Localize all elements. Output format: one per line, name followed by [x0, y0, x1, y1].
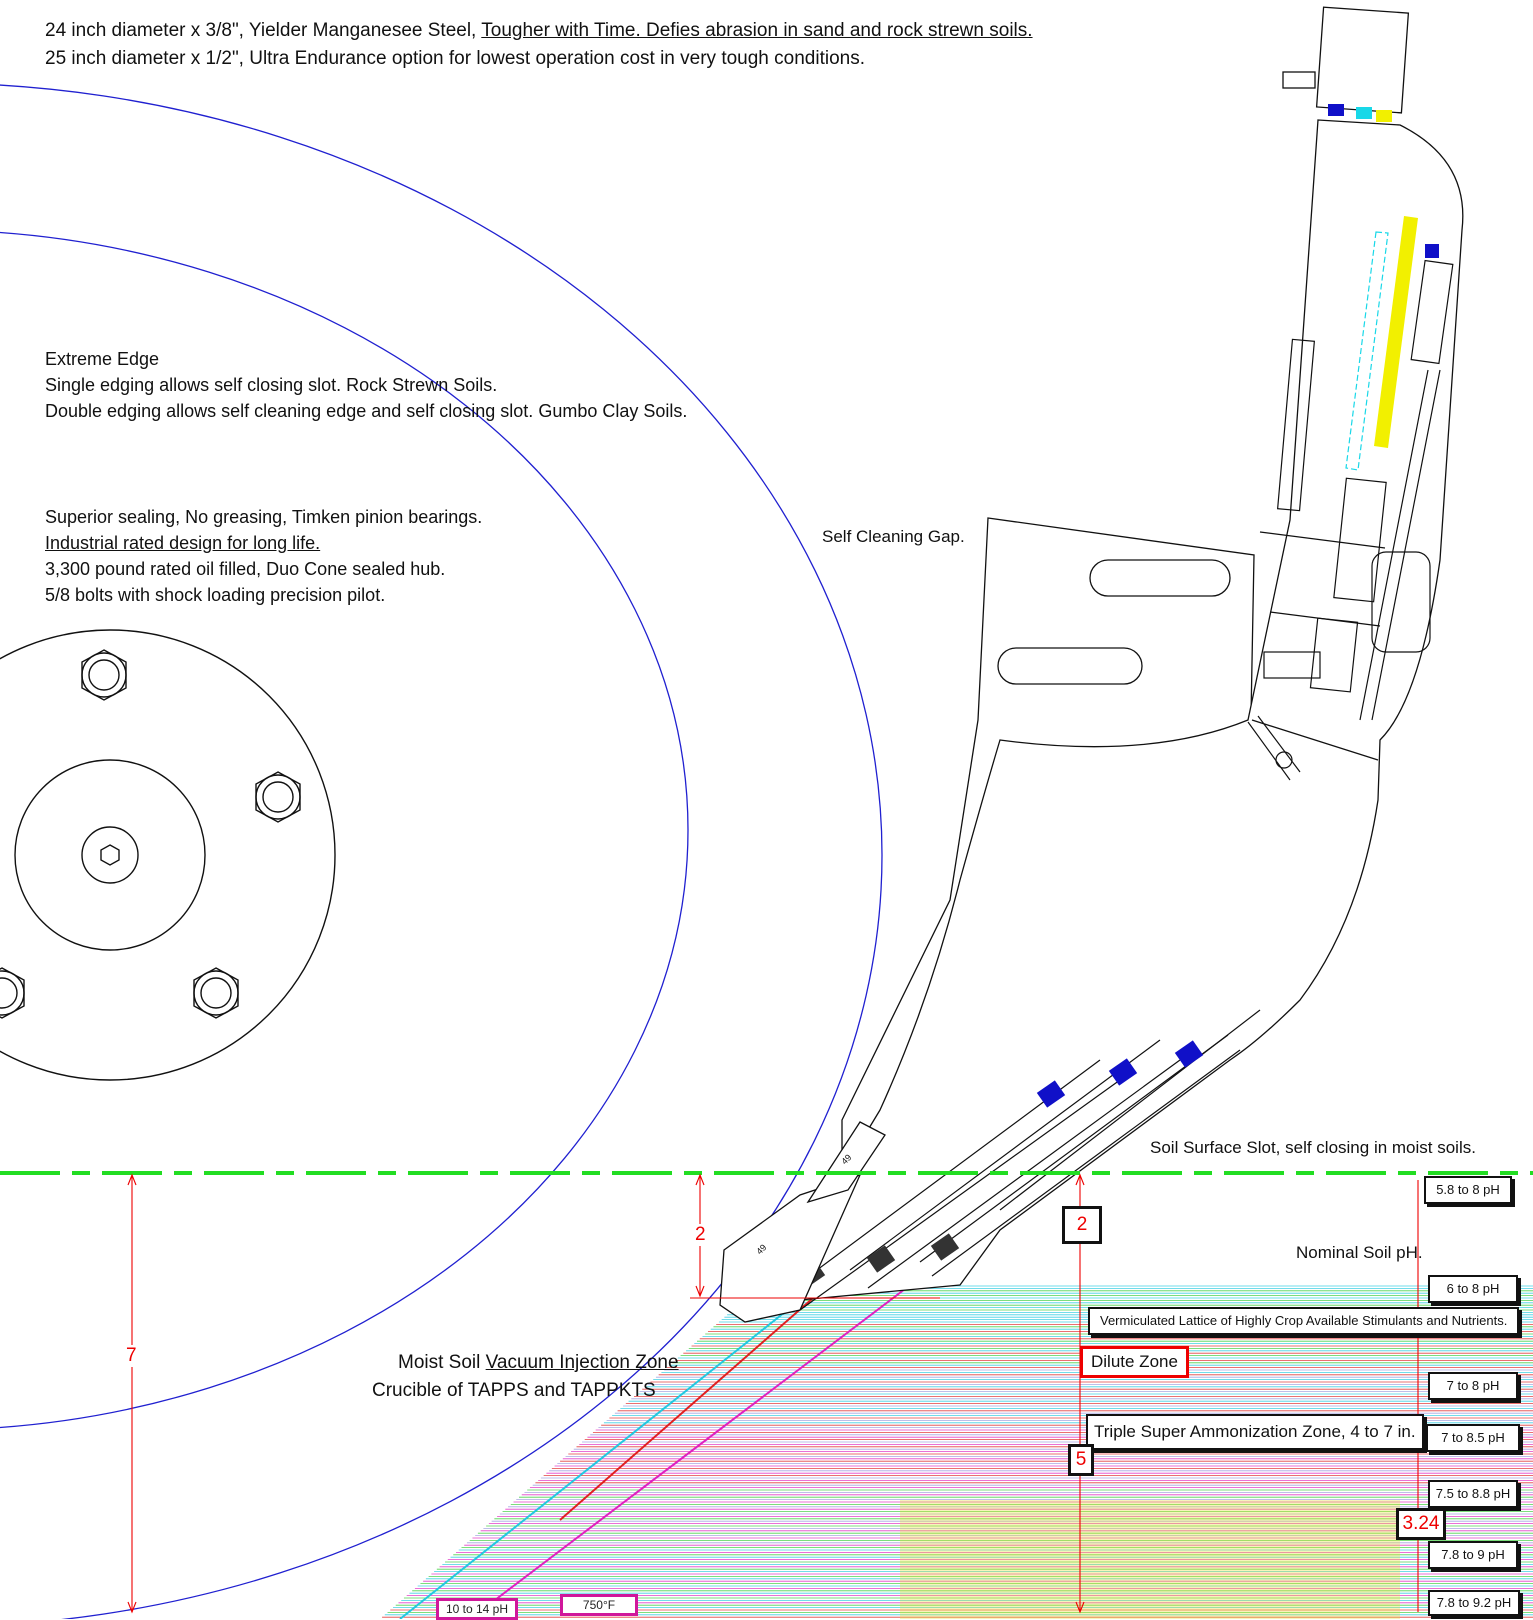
- self-cleaning-gap-label: Self Cleaning Gap.: [822, 527, 965, 546]
- tube-band-blue: [1328, 104, 1344, 116]
- spec-line-1: 24 inch diameter x 3/8", Yielder Mangane…: [45, 20, 1033, 42]
- blue-spring-2: [1108, 1058, 1138, 1086]
- ph-box-5: 7.5 to 8.8 pH: [1428, 1480, 1518, 1508]
- shank-body: [759, 6, 1464, 1301]
- injection-plume-line: [469, 1269, 931, 1619]
- depth-total-label: 7: [126, 1345, 137, 1367]
- spec-line-1-plain: 24 inch diameter x 3/8", Yielder Mangane…: [45, 20, 482, 41]
- depth-box-top: 2: [1062, 1206, 1102, 1244]
- triple-super-zone-label: Triple Super Ammonization Zone, 4 to 7 i…: [1086, 1414, 1424, 1450]
- edge-double: Double edging allows self cleaning edge …: [45, 401, 688, 421]
- hub-bolt-2: [255, 771, 301, 823]
- hub-bolt-4: [0, 967, 25, 1019]
- spec-line-1-underlined: Tougher with Time. Defies abrasion in sa…: [481, 20, 1033, 41]
- nominal-soil-ph-label: Nominal Soil pH.: [1296, 1243, 1423, 1262]
- hub-rating: 3,300 pound rated oil filled, Duo Cone s…: [45, 559, 446, 579]
- plate-slot-2: [997, 647, 1143, 685]
- depth-324-box: 3.24: [1396, 1508, 1446, 1540]
- depth-box-mid: 5: [1068, 1444, 1094, 1476]
- spec-line-2: 25 inch diameter x 1/2", Ultra Endurance…: [45, 48, 865, 69]
- disc-outer-circle: [0, 84, 883, 1619]
- black-spring-2: [866, 1245, 896, 1273]
- hub-assembly: [0, 629, 336, 1081]
- ph-box-6: 7.8 to 9 pH: [1428, 1541, 1518, 1569]
- dilute-zone-label: Dilute Zone: [1080, 1346, 1189, 1378]
- disc-inner-circle: [0, 232, 689, 1428]
- soil-band-lines: [382, 1269, 1533, 1619]
- blue-spring-1: [1036, 1080, 1066, 1108]
- plate-slot-1: [1089, 559, 1231, 597]
- shank-top-bolt: [1282, 71, 1316, 89]
- soil-surface-slot-label: Soil Surface Slot, self closing in moist…: [1150, 1138, 1476, 1157]
- internal-tubes: [1247, 216, 1454, 781]
- ph-box-1: 5.8 to 8 pH: [1424, 1176, 1512, 1204]
- blue-fitting: [1425, 244, 1439, 258]
- temperature-tag: 750°F: [560, 1594, 638, 1616]
- depth-shallow-label: 2: [695, 1224, 706, 1246]
- edge-notes: Extreme Edge Single edging allows self c…: [45, 346, 687, 424]
- tube-band-cyan: [1356, 107, 1372, 119]
- hub-center-cap: [81, 826, 139, 884]
- tube-band-yellow: [1376, 110, 1392, 122]
- blue-spring-3: [1174, 1040, 1204, 1068]
- hub-hex-socket: [100, 844, 120, 866]
- hub-outer-flange: [0, 629, 336, 1081]
- hub-bolt-1: [81, 649, 127, 701]
- shank-top-cap: [1315, 6, 1410, 114]
- injection-plume-line: [399, 1299, 801, 1619]
- hub-bolt-3: [193, 967, 239, 1019]
- edge-single: Single edging allows self closing slot. …: [45, 375, 498, 395]
- vermiculated-lattice-label: Vermiculated Lattice of Highly Crop Avai…: [1088, 1307, 1520, 1335]
- yellow-supply-tube: [1374, 216, 1418, 448]
- injection-plume-line: [559, 1269, 846, 1521]
- vacuum-injection-zone: Vacuum Injection Zone: [485, 1352, 679, 1373]
- hub-sealing: Superior sealing, No greasing, Timken pi…: [45, 507, 483, 527]
- moist-soil-prefix: Moist Soil: [398, 1352, 486, 1373]
- ph-box-4: 7 to 8.5 pH: [1426, 1424, 1520, 1452]
- ph-box-7: 7.8 to 9.2 pH: [1428, 1590, 1520, 1616]
- black-spring-3: [930, 1233, 960, 1261]
- hub-industrial: Industrial rated design for long life.: [45, 533, 321, 553]
- yellow-nutrient-band: [900, 1500, 1400, 1619]
- edge-title: Extreme Edge: [45, 349, 160, 369]
- hub-notes: Superior sealing, No greasing, Timken pi…: [45, 504, 482, 608]
- ph-range-tag: 10 to 14 pH: [436, 1598, 518, 1620]
- ph-box-3: 7 to 8 pH: [1428, 1372, 1518, 1400]
- hub-inner-ring: [14, 759, 206, 951]
- crucible-label: Crucible of TAPPS and TAPPKTS: [372, 1380, 656, 1401]
- hub-bolts: 5/8 bolts with shock loading precision p…: [45, 585, 386, 605]
- moist-soil-label: Moist Soil Vacuum Injection Zone: [398, 1350, 679, 1376]
- wear-tip: [719, 1121, 886, 1323]
- ph-box-2: 6 to 8 pH: [1428, 1275, 1518, 1303]
- cyan-supply-tube: [1345, 231, 1389, 471]
